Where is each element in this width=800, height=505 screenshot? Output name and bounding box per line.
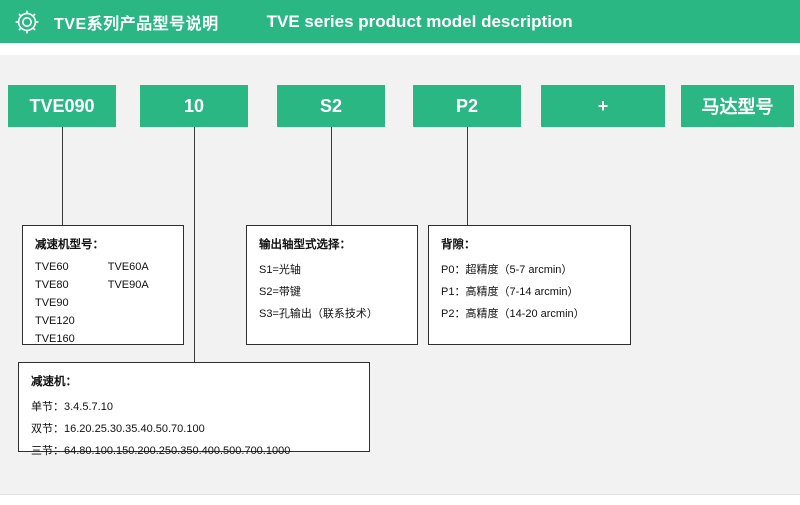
code-box-motor-type: 马达型号 bbox=[681, 85, 794, 127]
list-item: TVE80 TVE90A bbox=[35, 279, 173, 291]
list-item: 双节：16.20.25.30.35.40.50.70.100 bbox=[31, 423, 205, 435]
code-box-ratio: 10 bbox=[140, 85, 248, 127]
model-code: TVE90A bbox=[107, 279, 149, 291]
list-item: 单节：3.4.5.7.10 bbox=[31, 401, 113, 413]
model-code bbox=[108, 315, 173, 327]
connector-line-ratio bbox=[194, 127, 195, 362]
callout-output-shaft: 输出轴型式选择： S1=光轴 S2=带键 S3=孔输出（联系技术） bbox=[246, 225, 418, 345]
model-code bbox=[108, 333, 173, 345]
list-item: P1：高精度（7-14 arcmin） bbox=[441, 286, 579, 298]
list-item: P0：超精度（5-7 arcmin） bbox=[441, 264, 573, 276]
page-header: TVE系列产品型号说明 TVE series product model des… bbox=[0, 0, 800, 43]
code-box-plus: + bbox=[541, 85, 665, 127]
code-box-model: TVE090 bbox=[8, 85, 116, 127]
connector-line-backlash bbox=[467, 127, 468, 225]
callout-reduction-ratios-title: 减速机： bbox=[31, 376, 77, 388]
model-code: TVE80 bbox=[35, 279, 69, 291]
list-item: S3=孔输出（联系技术） bbox=[259, 308, 378, 320]
connector-line-model bbox=[62, 127, 63, 225]
model-code: TVE60A bbox=[107, 261, 149, 273]
model-code: TVE90 bbox=[35, 297, 69, 309]
model-code bbox=[108, 297, 173, 309]
list-item: TVE120 bbox=[35, 315, 173, 327]
list-item: P2：高精度（14-20 arcmin） bbox=[441, 308, 585, 320]
band-divider bbox=[0, 494, 800, 495]
callout-backlash: 背隙： P0：超精度（5-7 arcmin） P1：高精度（7-14 arcmi… bbox=[428, 225, 631, 345]
code-box-shaft: S2 bbox=[277, 85, 385, 127]
callout-output-shaft-title: 输出轴型式选择： bbox=[259, 239, 351, 251]
gear-icon bbox=[14, 9, 40, 35]
callout-gearbox-model: 减速机型号： TVE60 TVE60A TVE80 TVE90A TVE90 T… bbox=[22, 225, 184, 345]
header-title-cn: TVE系列产品型号说明 bbox=[54, 15, 219, 33]
connector-line-shaft bbox=[331, 127, 332, 225]
callout-backlash-title: 背隙： bbox=[441, 239, 476, 251]
list-item: S2=带键 bbox=[259, 286, 301, 298]
list-item: S1=光轴 bbox=[259, 264, 301, 276]
callout-reduction-ratios: 减速机： 单节：3.4.5.7.10 双节：16.20.25.30.35.40.… bbox=[18, 362, 370, 457]
list-item: TVE90 bbox=[35, 297, 173, 309]
list-item: TVE160 bbox=[35, 333, 173, 345]
model-code: TVE120 bbox=[35, 315, 75, 327]
callout-gearbox-model-title: 减速机型号： bbox=[35, 239, 104, 251]
list-item: 三节：64.80.100.150.200.250.350.400.500.700… bbox=[31, 445, 291, 457]
list-item: TVE60 TVE60A bbox=[35, 261, 173, 273]
model-code: TVE160 bbox=[35, 333, 75, 345]
model-code: TVE60 bbox=[35, 261, 69, 273]
header-title-en: TVE series product model description bbox=[266, 11, 573, 31]
code-box-backlash: P2 bbox=[413, 85, 521, 127]
callout-gearbox-model-list: TVE60 TVE60A TVE80 TVE90A TVE90 TVE120 T… bbox=[35, 261, 173, 345]
